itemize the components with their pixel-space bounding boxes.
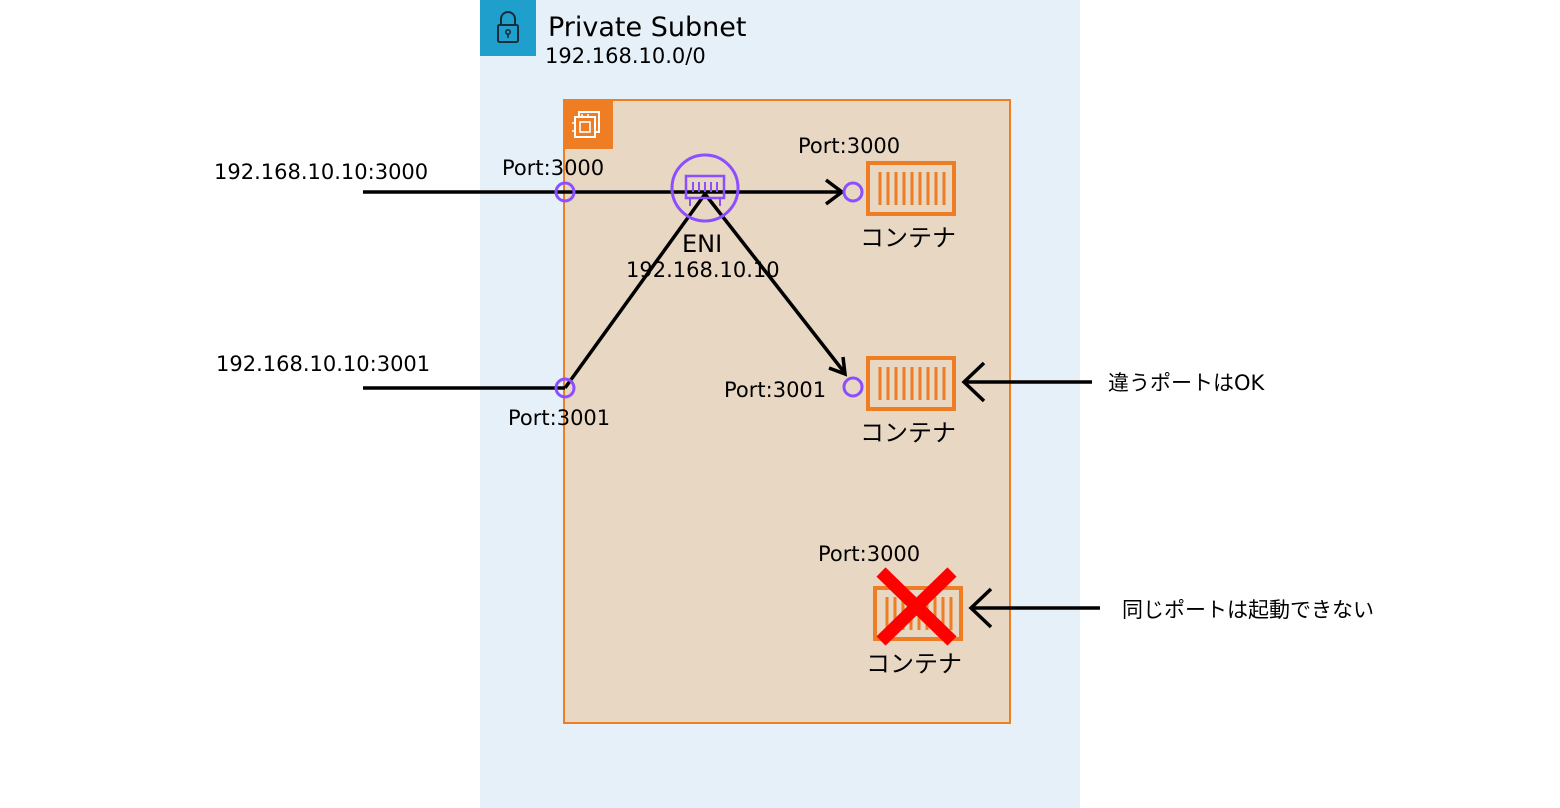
eni-ip: 192.168.10.10 xyxy=(626,258,780,282)
traffic-line-3001-down xyxy=(703,192,846,374)
blocked-x-icon xyxy=(876,567,957,646)
arrowhead-3001 xyxy=(828,356,848,377)
endpoint-address-3001: 192.168.10.10:3001 xyxy=(216,352,431,376)
lock-icon xyxy=(497,11,519,43)
subnet-cidr: 192.168.10.0/0 xyxy=(545,44,706,68)
container-port-label: Port:3000 xyxy=(798,134,901,158)
host-port-circle-3000 xyxy=(554,181,576,203)
host-port-label-3000: Port:3000 xyxy=(502,156,605,180)
note-ng: 同じポートは起動できない xyxy=(1122,598,1374,622)
note-arrowhead-ng xyxy=(968,587,993,629)
traffic-line-3001-up xyxy=(563,192,707,390)
host-port-label-3001: Port:3001 xyxy=(508,406,611,430)
note-arrowhead-ok xyxy=(961,361,986,403)
container-port-circle-3001 xyxy=(842,376,864,398)
instance-badge xyxy=(563,99,613,149)
eni-label: ENI xyxy=(682,230,723,258)
endpoint-address-3000: 192.168.10.10:3000 xyxy=(214,160,429,184)
host-port-circle-3001 xyxy=(554,377,576,399)
container-icon xyxy=(866,161,956,216)
container-port-label: Port:3000 xyxy=(818,542,921,566)
arrowhead-3000 xyxy=(824,178,845,206)
container-port-label: Port:3001 xyxy=(724,378,827,402)
note-ok: 違うポートはOK xyxy=(1108,371,1265,395)
container-icon xyxy=(866,356,956,411)
container-port-circle-3000 xyxy=(842,181,864,203)
subnet-badge xyxy=(480,0,536,56)
network-interface-icon xyxy=(670,153,740,223)
ec2-instance-icon xyxy=(572,111,600,138)
container-label: コンテナ xyxy=(866,650,962,678)
container-label: コンテナ xyxy=(860,224,956,252)
subnet-title: Private Subnet xyxy=(548,12,747,43)
container-label: コンテナ xyxy=(860,419,956,447)
